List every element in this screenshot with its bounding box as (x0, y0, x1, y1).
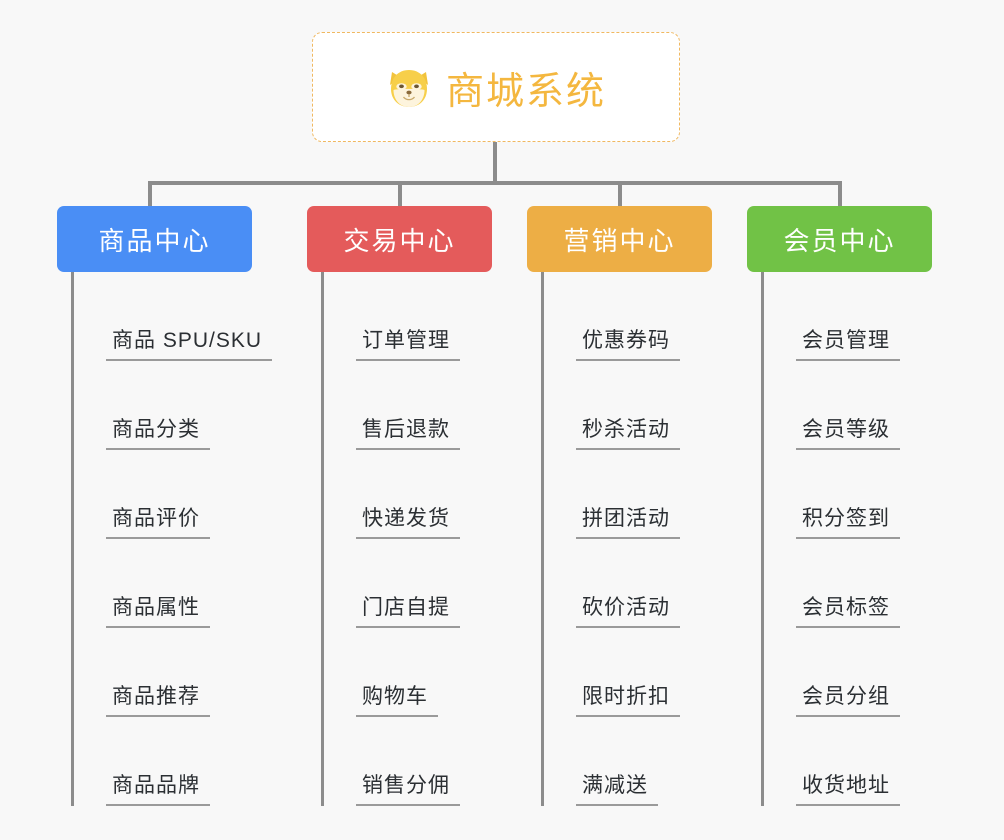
branch-body-marketing-center: 优惠券码 秒杀活动 拼团活动 砍价活动 限时折扣 满减送 (541, 272, 712, 806)
list-item-label: 会员等级 (796, 418, 900, 450)
list-item[interactable]: 商品属性 (74, 539, 272, 628)
list-item-label: 积分签到 (796, 507, 900, 539)
list-item-label: 拼团活动 (576, 507, 680, 539)
branch-body-product-center: 商品 SPU/SKU 商品分类 商品评价 商品属性 商品推荐 商品品牌 (71, 272, 273, 806)
branch-body-trade-center: 订单管理 售后退款 快递发货 门店自提 购物车 销售分佣 (321, 272, 492, 806)
branch-header-member-center[interactable]: 会员中心 (747, 206, 932, 272)
list-item-label: 商品品牌 (106, 774, 210, 806)
list-item[interactable]: 订单管理 (324, 272, 492, 361)
list-item-label: 商品评价 (106, 507, 210, 539)
list-item-label: 订单管理 (356, 329, 460, 361)
list-item[interactable]: 满减送 (544, 717, 712, 806)
list-item[interactable]: 秒杀活动 (544, 361, 712, 450)
connector-branch-3 (618, 181, 622, 206)
list-item-label: 商品属性 (106, 596, 210, 628)
list-item-label: 门店自提 (356, 596, 460, 628)
list-item-label: 会员标签 (796, 596, 900, 628)
list-item[interactable]: 会员标签 (764, 539, 932, 628)
list-item[interactable]: 砍价活动 (544, 539, 712, 628)
list-item-label: 砍价活动 (576, 596, 680, 628)
connector-branch-1 (148, 181, 152, 206)
list-item[interactable]: 商品分类 (74, 361, 272, 450)
list-item-label: 购物车 (356, 685, 438, 717)
list-item-label: 售后退款 (356, 418, 460, 450)
branch-trade-center: 交易中心 订单管理 售后退款 快递发货 门店自提 购物车 销售分佣 (307, 206, 492, 806)
list-item[interactable]: 销售分佣 (324, 717, 492, 806)
list-item[interactable]: 售后退款 (324, 361, 492, 450)
list-item[interactable]: 会员管理 (764, 272, 932, 361)
root-node-mall-system[interactable]: 商城系统 (312, 32, 680, 142)
list-item-label: 秒杀活动 (576, 418, 680, 450)
list-item-label: 会员管理 (796, 329, 900, 361)
branch-header-marketing-center[interactable]: 营销中心 (527, 206, 712, 272)
list-item[interactable]: 商品 SPU/SKU (74, 272, 273, 361)
list-item-label: 满减送 (576, 774, 658, 806)
list-item-label: 会员分组 (796, 685, 900, 717)
list-item[interactable]: 拼团活动 (544, 450, 712, 539)
list-item[interactable]: 商品评价 (74, 450, 272, 539)
list-item[interactable]: 商品推荐 (74, 628, 272, 717)
list-item[interactable]: 限时折扣 (544, 628, 712, 717)
list-item[interactable]: 收货地址 (764, 717, 932, 806)
list-item-label: 快递发货 (356, 507, 460, 539)
list-item-label: 商品分类 (106, 418, 210, 450)
list-item-label: 优惠券码 (576, 329, 680, 361)
list-item[interactable]: 会员分组 (764, 628, 932, 717)
list-item[interactable]: 会员等级 (764, 361, 932, 450)
list-item-label: 销售分佣 (356, 774, 460, 806)
shiba-dog-face-icon (386, 64, 432, 110)
list-item-label: 商品 SPU/SKU (106, 329, 273, 361)
root-title: 商城系统 (445, 70, 606, 113)
branch-member-center: 会员中心 会员管理 会员等级 积分签到 会员标签 会员分组 收货地址 (747, 206, 932, 806)
branch-body-member-center: 会员管理 会员等级 积分签到 会员标签 会员分组 收货地址 (761, 272, 932, 806)
connector-root-vertical (493, 142, 497, 184)
connector-branch-2 (398, 181, 402, 206)
branch-marketing-center: 营销中心 优惠券码 秒杀活动 拼团活动 砍价活动 限时折扣 满减送 (527, 206, 712, 806)
list-item[interactable]: 门店自提 (324, 539, 492, 628)
connector-horizontal-bus (148, 181, 842, 185)
connector-branch-4 (838, 181, 842, 206)
list-item-label: 商品推荐 (106, 685, 210, 717)
branch-header-product-center[interactable]: 商品中心 (57, 206, 252, 272)
list-item-label: 收货地址 (796, 774, 900, 806)
branch-header-trade-center[interactable]: 交易中心 (307, 206, 492, 272)
list-item[interactable]: 快递发货 (324, 450, 492, 539)
list-item[interactable]: 商品品牌 (74, 717, 272, 806)
list-item-label: 限时折扣 (576, 685, 680, 717)
list-item[interactable]: 积分签到 (764, 450, 932, 539)
list-item[interactable]: 购物车 (324, 628, 492, 717)
branch-product-center: 商品中心 商品 SPU/SKU 商品分类 商品评价 商品属性 商品推荐 商品品牌 (57, 206, 273, 806)
list-item[interactable]: 优惠券码 (544, 272, 712, 361)
